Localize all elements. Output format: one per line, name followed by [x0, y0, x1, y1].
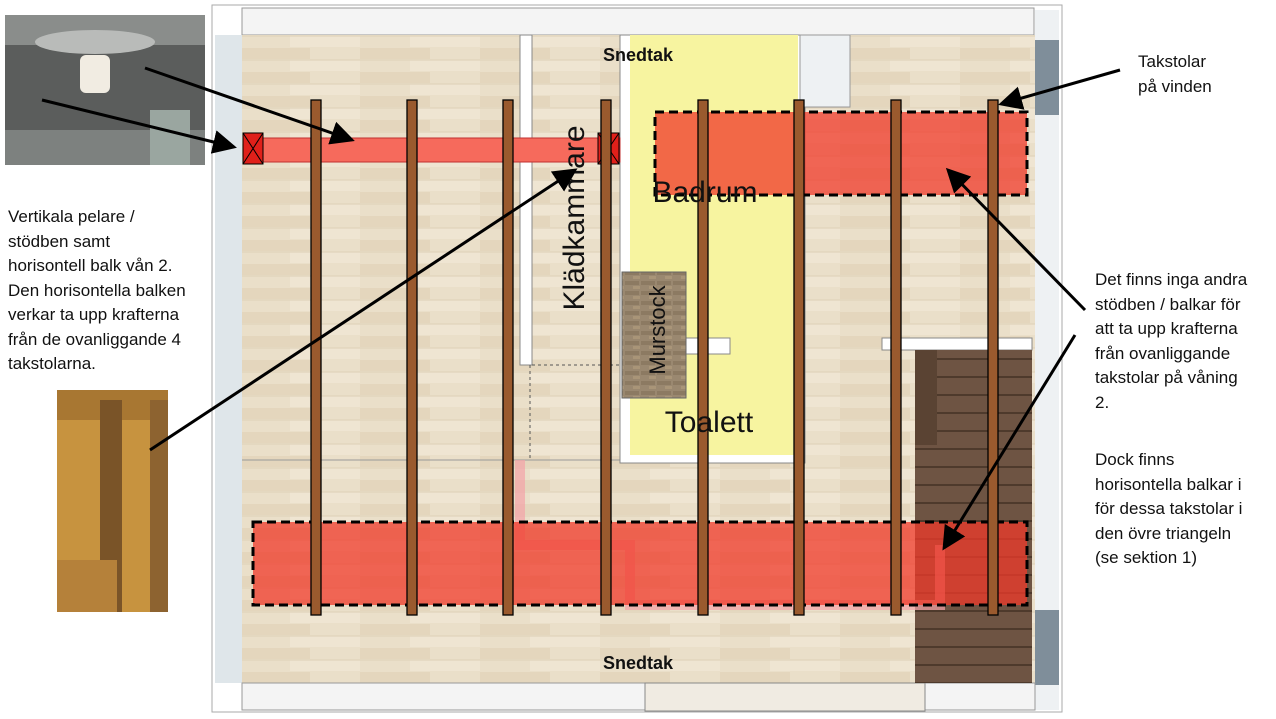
arrow	[942, 334, 1077, 551]
post-marker-left	[242, 132, 264, 165]
label-bathroom: Badrum	[652, 176, 757, 209]
label-snedtak-top: Snedtak	[603, 45, 674, 65]
truss	[890, 99, 902, 616]
note-left: Vertikala pelare / stödben samt horisont…	[8, 207, 186, 373]
roof-trusses	[310, 99, 999, 616]
arrow	[41, 98, 237, 154]
note-right-1: Det finns inga andra stödben / balkar fö…	[1095, 270, 1248, 412]
highlight-lower-area	[251, 520, 1029, 607]
photo-wooden-post	[57, 390, 168, 612]
truss	[406, 99, 418, 616]
arrow	[998, 68, 1121, 110]
truss	[793, 99, 805, 616]
arrow	[945, 167, 1087, 312]
chimney	[621, 271, 687, 399]
note-right-2: Dock finns horisontella balkar i för des…	[1095, 450, 1243, 567]
truss	[310, 99, 322, 616]
annotation-arrows	[41, 66, 1121, 551]
truss	[987, 99, 999, 616]
label-closet: Klädkammare	[558, 125, 591, 310]
label-snedtak-bottom: Snedtak	[603, 653, 674, 673]
label-toilet: Toalett	[665, 406, 754, 439]
truss	[600, 99, 612, 616]
arrow	[149, 168, 578, 452]
photo-ceiling-lamp	[5, 15, 205, 165]
truss	[697, 99, 709, 616]
label-chimney: Murstock	[645, 284, 670, 374]
truss	[502, 99, 514, 616]
arrow	[144, 66, 355, 145]
note-trusses-attic: Takstolar på vinden	[1138, 52, 1212, 96]
